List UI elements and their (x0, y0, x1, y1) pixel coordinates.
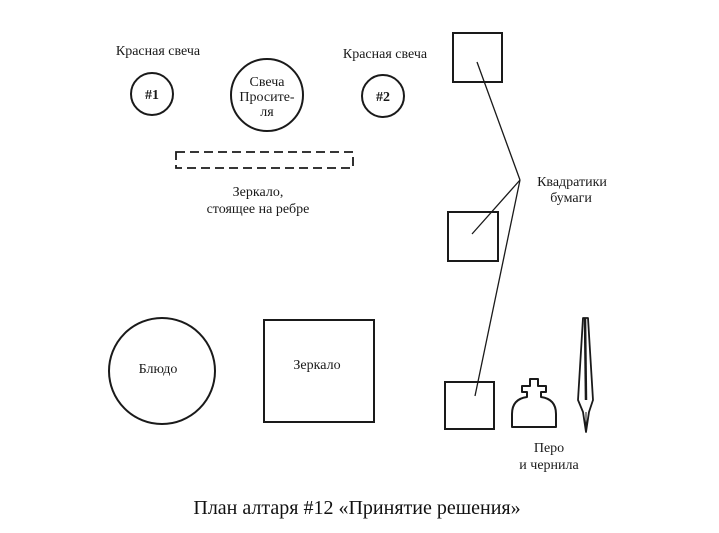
mirror-on-edge-line1: Зеркало, (233, 185, 284, 200)
mirror-on-edge-line2: стоящее на ребре (207, 202, 310, 217)
petitioner-candle-line1: Свеча (250, 75, 286, 90)
ink-bottle-icon (511, 378, 557, 428)
petitioner-candle-line2: Просите- (239, 90, 294, 105)
paper-square-middle (447, 211, 499, 262)
paper-squares-line2: бумаги (550, 191, 592, 206)
candle-1-circle (130, 72, 174, 116)
candle-1-label: Красная свеча (116, 44, 201, 59)
candle-2-label: Красная свеча (343, 47, 428, 62)
diagram-caption: План алтаря #12 «Принятие решения» (193, 497, 520, 519)
dish-circle (108, 317, 216, 425)
mirror-on-edge (175, 151, 354, 169)
dish-label: Блюдо (139, 362, 178, 377)
candle-1-mark: #1 (145, 88, 159, 103)
leader-line-bottom (474, 179, 521, 397)
paper-square-top (452, 32, 503, 83)
leader-line-middle (471, 179, 521, 235)
leader-line-top (476, 61, 521, 181)
mirror-label: Зеркало (293, 358, 340, 373)
paper-squares-line1: Квадратики (537, 175, 607, 190)
candle-2-circle (361, 74, 405, 118)
pen-ink-line2: и чернила (519, 458, 579, 473)
mirror-square (263, 319, 375, 423)
paper-square-bottom (444, 381, 495, 430)
petitioner-candle-circle (230, 58, 304, 132)
petitioner-candle-line3: ля (260, 105, 274, 120)
candle-2-mark: #2 (376, 90, 390, 105)
pen-nib-icon (577, 317, 594, 433)
pen-ink-line1: Перо (534, 441, 564, 456)
